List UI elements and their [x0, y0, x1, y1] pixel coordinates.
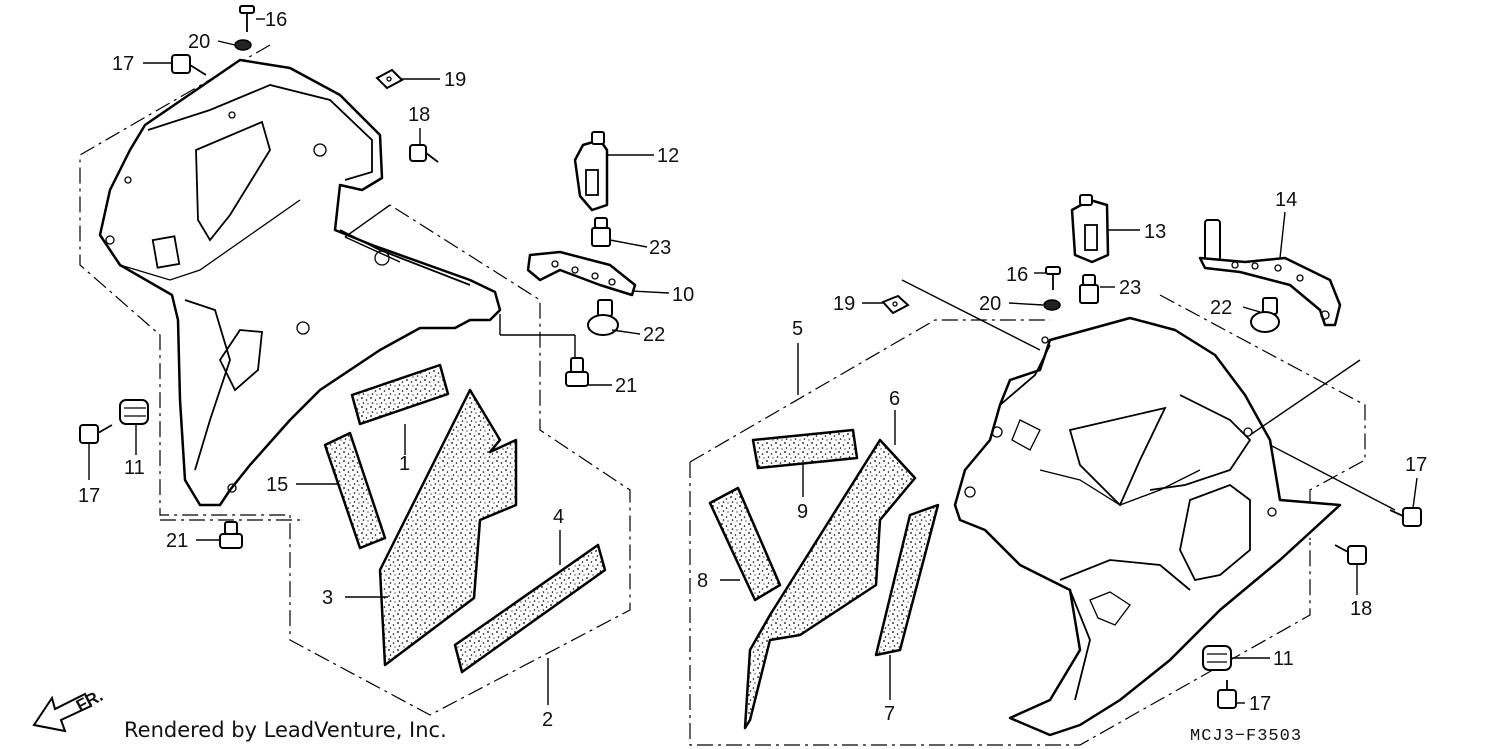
callout-12: 12 [657, 145, 679, 167]
bolt-17-left-top [171, 54, 207, 76]
bolt-23-right [1079, 274, 1099, 304]
callout-22-right: 22 [1210, 297, 1232, 319]
callout-14: 14 [1275, 189, 1297, 211]
right-under-cowl [953, 316, 1342, 737]
callout-17-left-bottom: 17 [78, 485, 100, 507]
rivet-21-left-upper [565, 357, 589, 387]
left-assembly-outline [79, 44, 631, 716]
credit-text: Rendered by LeadVenture, Inc. [124, 718, 447, 742]
callout-1: 1 [399, 453, 410, 475]
foam-pad-7 [874, 503, 940, 657]
clip-19-right [881, 294, 910, 315]
callout-17-left-top: 17 [112, 53, 134, 75]
washer-20-right [1043, 299, 1061, 311]
callout-7: 7 [884, 703, 895, 725]
bolt-18-right [1334, 544, 1367, 565]
grommet-22-right [1250, 297, 1280, 333]
front-direction-arrow: FR. [32, 686, 106, 733]
foam-pad-4 [453, 543, 607, 674]
diagram-code: MCJ3−F3503 [1190, 727, 1302, 746]
grommet-11-left [119, 399, 149, 425]
callout-15: 15 [266, 474, 288, 496]
callout-17-right-upper: 17 [1405, 454, 1427, 476]
bracket-12 [573, 131, 609, 212]
foam-pad-6 [743, 438, 917, 730]
callout-17-right-lower: 17 [1249, 693, 1271, 715]
callout-11-right: 11 [1273, 648, 1294, 670]
washer-20-left [234, 39, 252, 51]
callout-9: 9 [797, 501, 808, 523]
callout-5: 5 [792, 318, 803, 340]
callout-21-left-upper: 21 [615, 375, 637, 397]
callout-22-left: 22 [643, 324, 665, 346]
bolt-23-left [591, 217, 611, 247]
right-assembly-outline [689, 294, 1366, 746]
callout-19-right: 19 [833, 293, 855, 315]
rivet-21-left-lower [219, 521, 243, 549]
bracket-10 [526, 250, 637, 297]
bolt-18-left [409, 144, 439, 163]
callout-labels: 16 20 17 19 18 12 23 10 22 21 1 11 17 15… [78, 9, 1427, 731]
callout-20-right: 20 [979, 293, 1001, 315]
callout-2: 2 [542, 709, 553, 731]
callout-4: 4 [553, 506, 564, 528]
foam-pad-1 [350, 363, 450, 426]
bracket-14 [1198, 219, 1342, 327]
callout-6: 6 [889, 388, 900, 410]
leaders-left [88, 18, 670, 705]
callout-21-left-lower: 21 [166, 530, 188, 552]
bolt-17-right-upper [1389, 507, 1422, 527]
callout-3: 3 [322, 587, 333, 609]
callout-13: 13 [1144, 221, 1166, 243]
left-under-cowl [98, 58, 502, 507]
bolt-16-left [239, 5, 255, 32]
callout-16-left: 16 [265, 9, 287, 31]
bracket-13 [1070, 194, 1110, 264]
callout-18-left: 18 [408, 104, 430, 126]
callout-10: 10 [672, 284, 694, 306]
callout-20-left: 20 [188, 31, 210, 53]
callout-18-right: 18 [1350, 598, 1372, 620]
leaders-right [720, 211, 1418, 704]
bolt-16-right [1045, 266, 1061, 290]
foam-pad-15 [323, 431, 387, 550]
callout-23-right: 23 [1119, 277, 1141, 299]
foam-pad-8 [708, 486, 782, 602]
callout-23-left: 23 [649, 237, 671, 259]
foam-pad-3 [378, 388, 518, 667]
grommet-22-left [587, 299, 619, 336]
bolt-17-left-bottom [79, 424, 113, 444]
callout-8: 8 [697, 570, 708, 592]
grommet-11-right [1202, 645, 1232, 671]
foam-pad-9 [751, 428, 859, 470]
bolt-17-right-lower [1217, 680, 1237, 709]
callout-19-left: 19 [444, 69, 466, 91]
callout-11-left: 11 [124, 457, 145, 479]
callout-16-right: 16 [1006, 264, 1028, 286]
clip-19-left [375, 68, 404, 90]
